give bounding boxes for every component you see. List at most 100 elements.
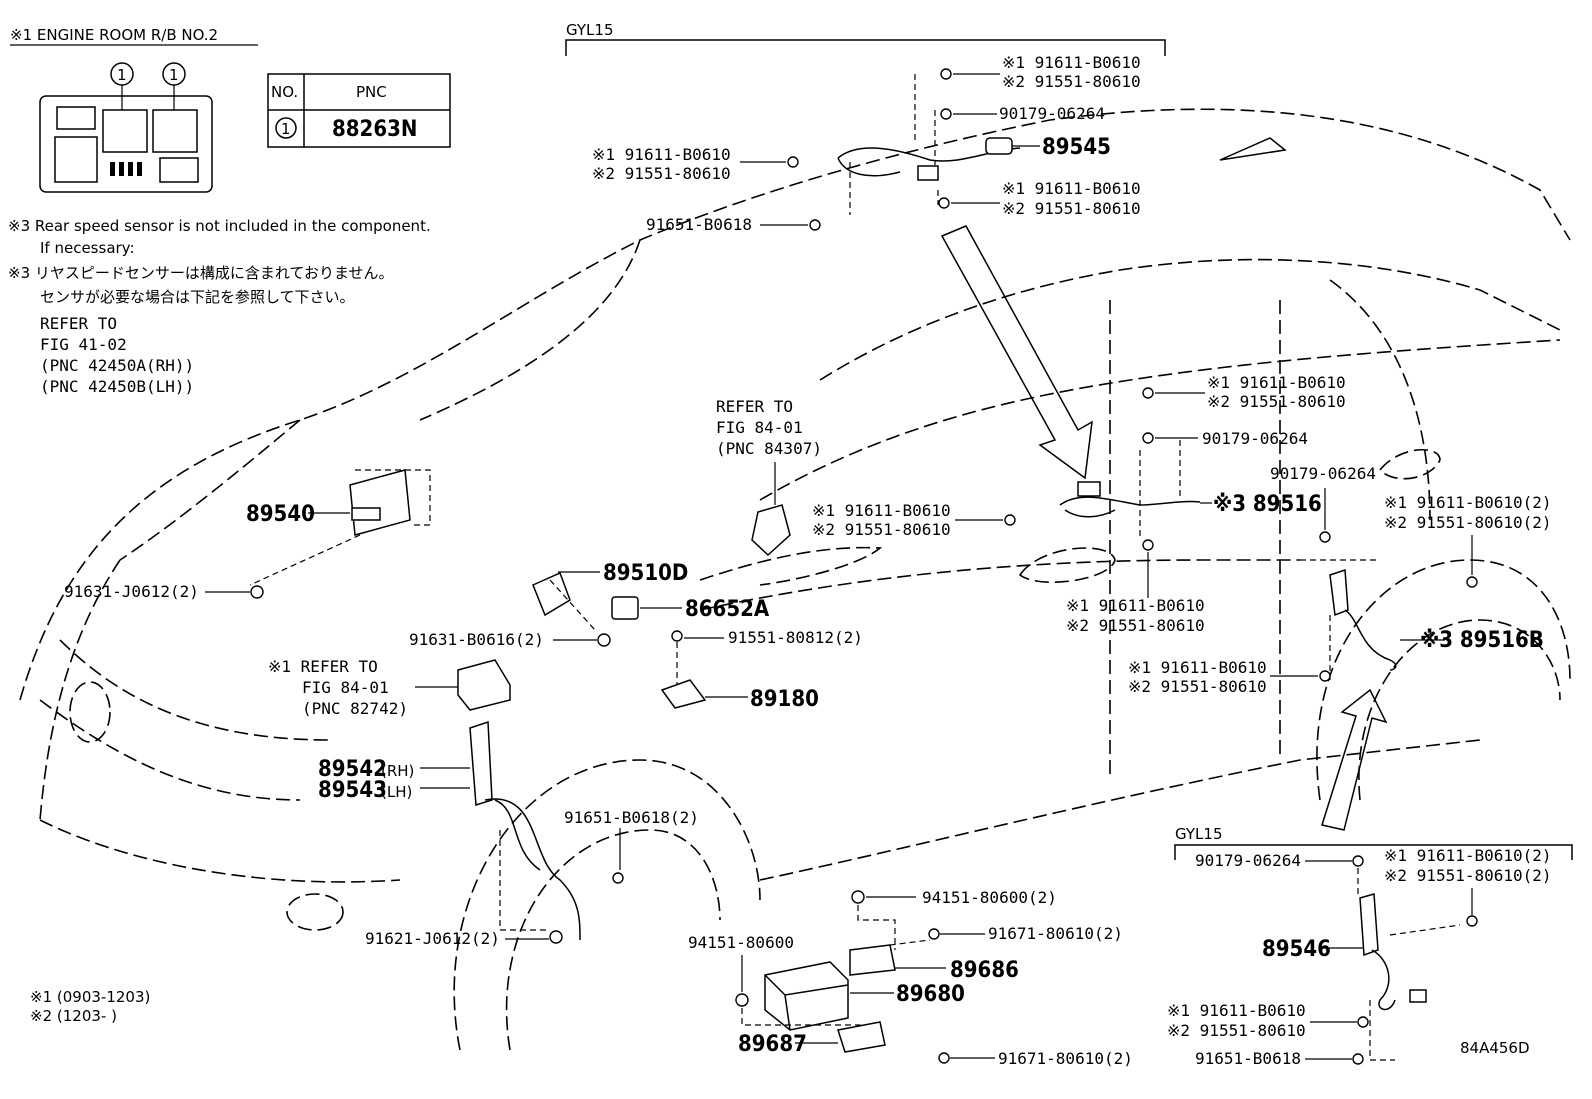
bolt-icon xyxy=(1466,915,1478,927)
refer-left-2: FIG 84-01 xyxy=(302,678,389,697)
sensor-89680 xyxy=(764,961,849,1031)
label-t3b: ※2 91551-80610 xyxy=(1002,199,1141,218)
pointer-arrows xyxy=(940,225,1388,831)
relay-box-icon xyxy=(39,62,213,193)
part-89687: 89687 xyxy=(738,1032,807,1057)
bolt-icon xyxy=(1352,1053,1364,1065)
bolt-icon xyxy=(1319,670,1331,682)
relay-82742 xyxy=(457,659,511,711)
engine-room-title: ※1 ENGINE ROOM R/B NO.2 xyxy=(10,26,218,44)
label-r4: 91651-B0618 xyxy=(1195,1049,1301,1068)
bolt-icon xyxy=(787,156,799,168)
bolt-icon xyxy=(1142,539,1154,551)
label-l5: 91621-J0612(2) xyxy=(365,929,500,948)
label-b4: 91671-80610(2) xyxy=(998,1049,1133,1068)
note-refer-2: FIG 41-02 xyxy=(40,335,127,354)
pnc-table xyxy=(267,73,451,148)
nut-icon xyxy=(940,108,952,120)
switch-86652A xyxy=(611,596,639,620)
bolt-icon xyxy=(1142,387,1154,399)
part-89542: 89542 xyxy=(318,757,387,782)
note-refer-3: (PNC 42450A(RH)) xyxy=(40,356,194,375)
bolt-icon xyxy=(938,197,950,209)
sensor-89546 xyxy=(1359,893,1427,1011)
note-refer-4: (PNC 42450B(LH)) xyxy=(40,377,194,396)
pnc-row-no: 1 xyxy=(281,120,291,138)
part-89542-side: (RH) xyxy=(381,762,414,780)
part-89686: 89686 xyxy=(950,958,1019,983)
bolt-icon xyxy=(1004,514,1016,526)
label-m7b: ※2 91551-80610 xyxy=(1128,677,1267,696)
refer-left-1: ※1 REFER TO xyxy=(268,657,378,676)
label-l1: 91631-J0612(2) xyxy=(64,582,199,601)
part-89546: 89546 xyxy=(1262,937,1331,962)
label-t2: 90179-06264 xyxy=(999,104,1105,123)
relay-callout-1: 1 xyxy=(117,66,127,84)
refer-top-3: (PNC 84307) xyxy=(716,439,822,458)
bolt-icon xyxy=(597,633,611,647)
part-89680: 89680 xyxy=(896,982,965,1007)
steering-sensor xyxy=(751,504,791,557)
label-t4a: ※1 91611-B0610 xyxy=(592,145,731,164)
refer-top-1: REFER TO xyxy=(716,397,793,416)
pnc-row-value: 88263N xyxy=(332,117,417,142)
label-m3a: ※1 91611-B0610 xyxy=(812,501,951,520)
bolt-icon xyxy=(612,872,624,884)
harness-89516 xyxy=(1059,481,1201,518)
label-b2: 91671-80610(2) xyxy=(988,924,1123,943)
sensor-89516B xyxy=(1329,568,1397,671)
vehicle-outline xyxy=(19,108,1571,1051)
label-t1b: ※2 91551-80610 xyxy=(1002,72,1141,91)
front-speed-sensor xyxy=(469,720,581,941)
refer-left-3: (PNC 82742) xyxy=(302,699,408,718)
sensor-89180 xyxy=(660,679,707,709)
note-refer-1: REFER TO xyxy=(40,314,117,333)
label-l4: 91651-B0618(2) xyxy=(564,808,699,827)
part-89516B: ※3 89516B xyxy=(1420,628,1544,653)
bolt-icon xyxy=(809,219,821,231)
label-m7a: ※1 91611-B0610 xyxy=(1128,658,1267,677)
part-89543: 89543 xyxy=(318,778,387,803)
label-t3a: ※1 91611-B0610 xyxy=(1002,179,1141,198)
gyl-bottom-label: GYL15 xyxy=(1175,825,1222,843)
bolt-icon xyxy=(940,68,952,80)
bolt-icon xyxy=(1357,1016,1369,1028)
label-r1: 90179-06264 xyxy=(1195,851,1301,870)
module-89540 xyxy=(349,469,431,536)
footnote-2: ※2 (1203- ) xyxy=(30,1007,117,1025)
nut-icon xyxy=(1142,432,1154,444)
label-m3b: ※2 91551-80610 xyxy=(812,520,951,539)
label-l3: 91551-80812(2) xyxy=(728,628,863,647)
note-en-line1: ※3 Rear speed sensor is not included in … xyxy=(8,217,431,235)
label-b3: 94151-80600 xyxy=(688,933,794,952)
label-t5: 91651-B0618 xyxy=(646,215,752,234)
part-89180: 89180 xyxy=(750,687,819,712)
label-m6b: ※2 91551-80610 xyxy=(1066,616,1205,635)
bolt-icon xyxy=(549,930,563,944)
bolt-icon xyxy=(671,630,683,642)
note-jp-line1: ※3 リヤスピードセンサーは構成に含まれておりません。 xyxy=(8,264,394,282)
harness-89545 xyxy=(837,137,1021,181)
nut-icon xyxy=(851,890,865,904)
label-m6a: ※1 91611-B0610 xyxy=(1066,596,1205,615)
label-l2: 91631-B0616(2) xyxy=(409,630,544,649)
label-t4b: ※2 91551-80610 xyxy=(592,164,731,183)
label-r3b: ※2 91551-80610 xyxy=(1167,1021,1306,1040)
bolt-icon xyxy=(938,1052,950,1064)
part-89516: ※3 89516 xyxy=(1213,492,1322,517)
label-r2a: ※1 91611-B0610(2) xyxy=(1384,846,1552,865)
label-r2b: ※2 91551-80610(2) xyxy=(1384,866,1552,885)
figure-id: 84A456D xyxy=(1460,1039,1530,1057)
label-m5b: ※2 91551-80610(2) xyxy=(1384,513,1552,532)
part-89545: 89545 xyxy=(1042,135,1111,160)
sensor-89510D xyxy=(532,571,596,631)
refer-top-2: FIG 84-01 xyxy=(716,418,803,437)
nut-icon xyxy=(735,993,749,1007)
label-m2: 90179-06264 xyxy=(1202,429,1308,448)
nut-icon xyxy=(1352,855,1364,867)
pnc-header-pnc: PNC xyxy=(356,83,387,101)
nut-icon xyxy=(1319,531,1331,543)
pnc-header-no: NO. xyxy=(271,83,298,101)
label-r3a: ※1 91611-B0610 xyxy=(1167,1001,1306,1020)
